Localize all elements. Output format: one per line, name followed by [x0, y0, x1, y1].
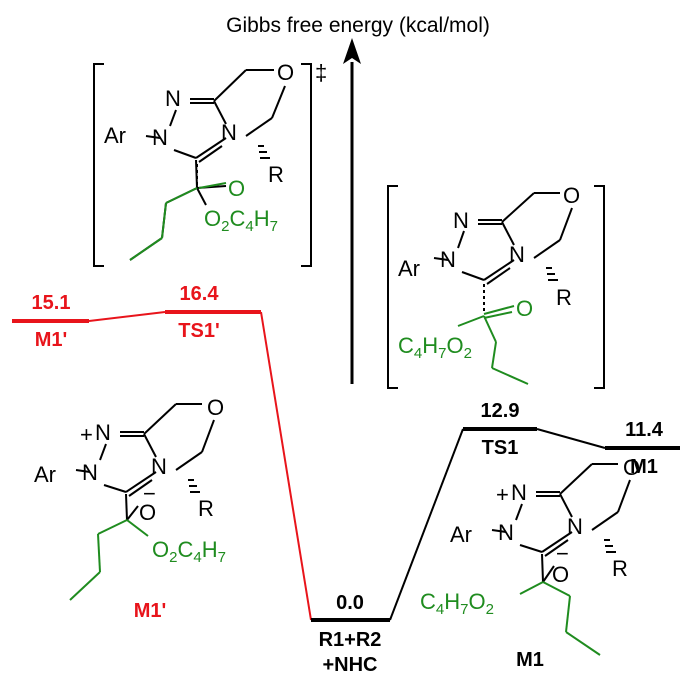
atom-ar: Ar: [34, 462, 56, 487]
atom-n: N: [152, 125, 168, 150]
atom-n: N: [453, 208, 469, 233]
atom-minus: −: [556, 541, 569, 566]
atom-atom: C4H7O2: [420, 589, 494, 618]
atom-plus: +: [496, 482, 509, 507]
atom-n: N: [498, 520, 514, 545]
label-r-line2: +NHC: [322, 654, 377, 676]
value-m1p: 15.1: [32, 292, 71, 314]
connector-r-ts1: [389, 428, 464, 621]
ester-formula-m1p: O2C4H7: [152, 537, 226, 566]
struct-label-m1: M1: [516, 649, 544, 671]
connector-ts1p-r: [260, 311, 312, 621]
atom-o: O: [623, 455, 640, 480]
atom-ar: Ar: [104, 123, 126, 148]
red-pathway: [12, 310, 312, 621]
atom-ar: Ar: [398, 256, 420, 281]
atom-o: O: [139, 500, 156, 525]
value-ts1p: 16.4: [180, 283, 220, 305]
atom-r: R: [198, 496, 214, 521]
atom-ar: Ar: [450, 522, 472, 547]
atom-n: N: [82, 460, 98, 485]
atom-r: R: [612, 556, 628, 581]
atom-n: N: [509, 242, 525, 267]
atom-o: O: [563, 183, 580, 208]
structure-ts1: N N N O Ar R O C4H7O2: [387, 183, 605, 389]
atom-o: O: [277, 60, 294, 85]
ester-formula-m1: C4H7O2: [420, 589, 494, 618]
atom-o: O: [516, 296, 533, 321]
atom-atom: C4H7O2: [398, 333, 472, 362]
structure-m1p: + N N N O Ar R − O O2C4H7 M1': [34, 395, 226, 622]
black-pathway: [311, 427, 680, 622]
label-r-line1: R1+R2: [319, 629, 382, 651]
structure-ts1p: ‡: [93, 60, 327, 267]
structure-m1: + N N N O Ar R − O C4H7O2 M1: [420, 455, 640, 671]
atom-n: N: [151, 454, 167, 479]
atom-n: N: [440, 247, 456, 272]
connector-m1p-ts1p: [88, 311, 166, 322]
atom-atom: O2C4H7: [204, 206, 278, 235]
value-r: 0.0: [336, 592, 364, 614]
ester-formula-ts1: C4H7O2: [398, 333, 472, 362]
dagger-symbol: ‡: [315, 60, 327, 85]
energy-axis-arrow: [343, 38, 361, 384]
atom-r: R: [268, 162, 284, 187]
atom-n: N: [511, 480, 527, 505]
struct-label-m1p: M1': [134, 600, 167, 622]
atom-minus: −: [143, 481, 156, 506]
atom-n: N: [165, 86, 181, 111]
value-ts1: 12.9: [481, 400, 520, 422]
axis-label: Gibbs free energy (kcal/mol): [226, 14, 490, 37]
atom-atom: O2C4H7: [152, 537, 226, 566]
atom-plus: +: [80, 422, 93, 447]
label-ts1p: TS1': [178, 320, 219, 342]
atom-n: N: [221, 120, 237, 145]
label-m1: M1: [630, 456, 658, 478]
label-ts1: TS1: [482, 437, 519, 459]
atom-n: N: [95, 420, 111, 445]
value-m1: 11.4: [625, 419, 664, 441]
atom-o: O: [552, 562, 569, 587]
atom-o: O: [228, 176, 245, 201]
atom-r: R: [556, 285, 572, 310]
ester-formula-ts1p: O2C4H7: [204, 206, 278, 235]
atom-n: N: [567, 514, 583, 539]
label-m1p: M1': [35, 329, 68, 351]
atom-o: O: [207, 395, 224, 420]
connector-ts1-m1: [536, 428, 606, 449]
